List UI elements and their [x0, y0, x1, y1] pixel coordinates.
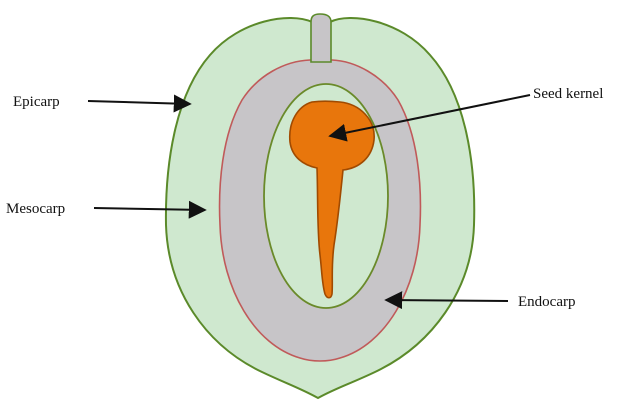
epicarp-arrow: [88, 101, 190, 104]
seed-kernel-label: Seed kernel: [533, 86, 603, 102]
epicarp-label: Epicarp: [13, 94, 60, 110]
endocarp-label: Endocarp: [518, 294, 575, 310]
mesocarp-label: Mesocarp: [6, 201, 65, 217]
endocarp-arrow: [386, 300, 508, 301]
stalk: [311, 14, 331, 62]
